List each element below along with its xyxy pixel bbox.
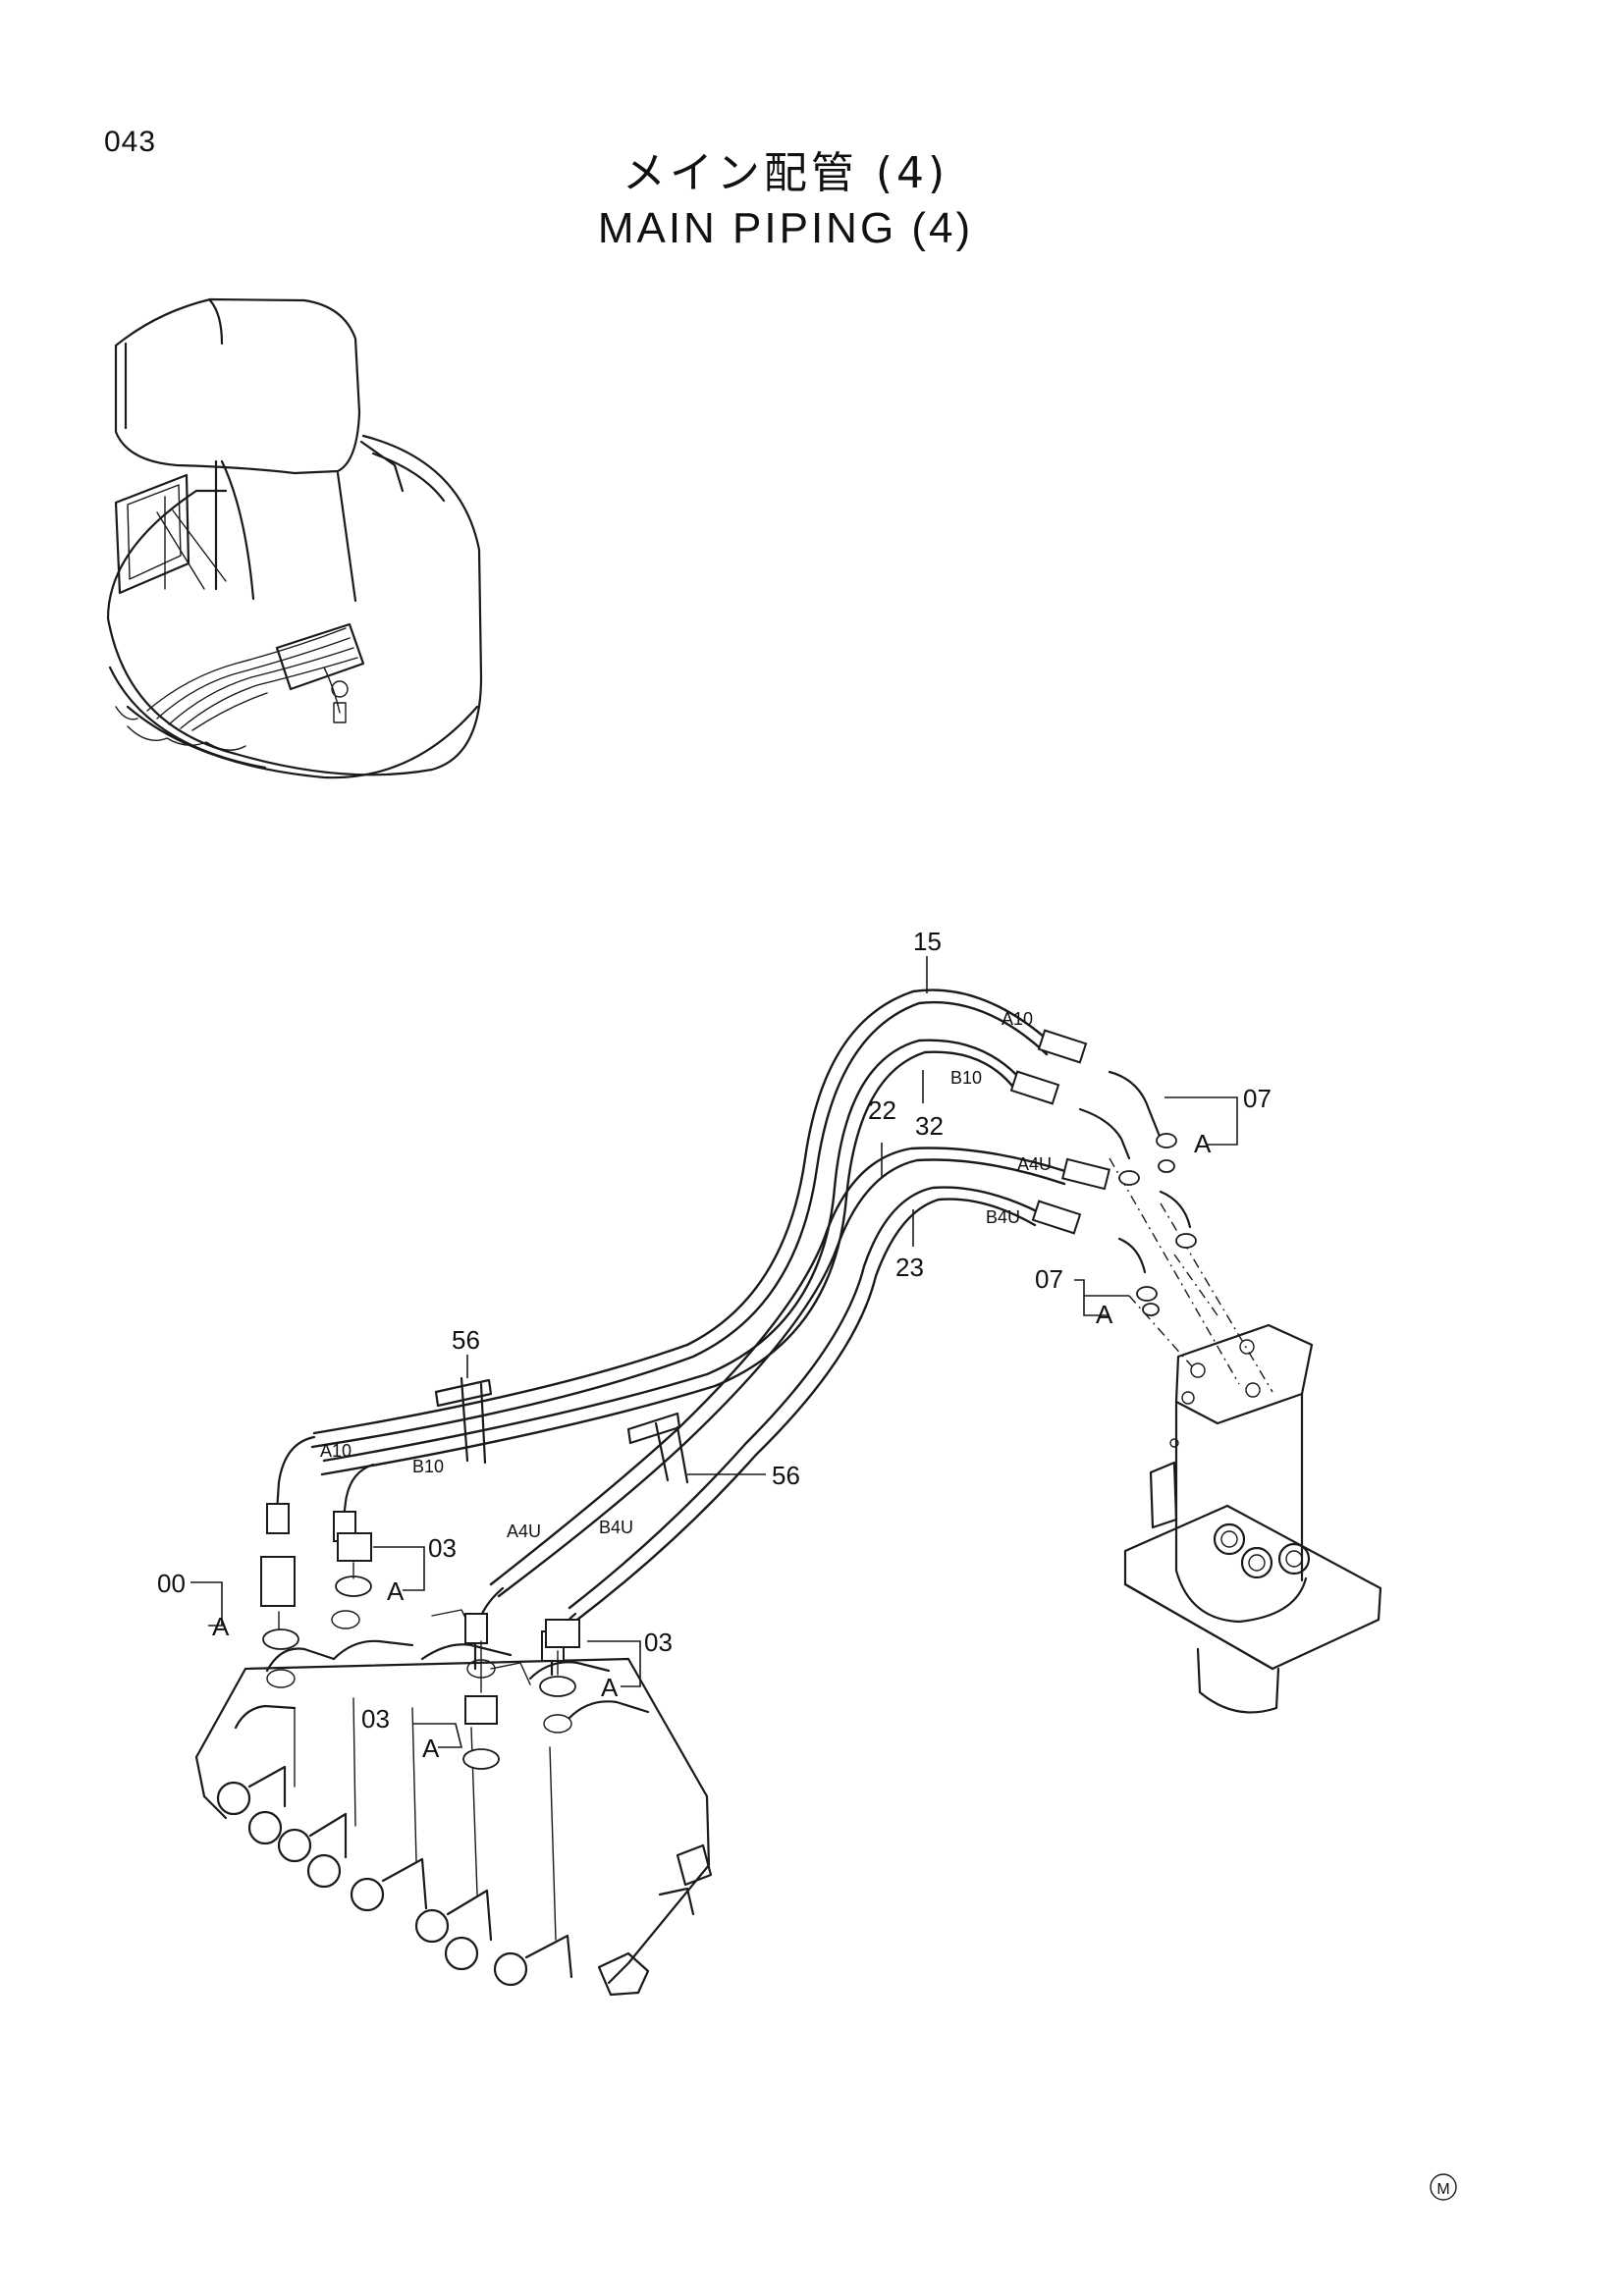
title-block: メイン配管 (4) MAIN PIPING (4) (491, 147, 1080, 257)
port-tag-b10-lower: B10 (412, 1457, 444, 1476)
callout-56-middle: 56 (772, 1461, 800, 1490)
callout-32: 32 (915, 1111, 944, 1141)
hose-23 (568, 1186, 1043, 1622)
corner-mark-circle (1430, 2173, 1457, 2201)
hose-end-fittings-lower (260, 1435, 580, 1770)
port-tag-a10-lower: A10 (320, 1441, 352, 1461)
callout-56-upper: 56 (452, 1325, 480, 1355)
title-english: MAIN PIPING (4) (597, 204, 974, 252)
machine-overview-illustration (106, 297, 483, 779)
callout-leaders (190, 956, 1238, 1748)
callout-03-right: 03 (644, 1628, 673, 1657)
hose-22 (489, 1147, 1070, 1598)
callout-03-upper: 03 (428, 1533, 457, 1563)
hose-32 (320, 1039, 1023, 1476)
callout-23: 23 (895, 1253, 924, 1282)
callout-22: 22 (868, 1095, 896, 1125)
detail-mark-a-03-upper: A (387, 1576, 405, 1606)
callout-03-lower: 03 (361, 1704, 390, 1734)
detail-mark-a-upper: A (1194, 1129, 1212, 1158)
control-valve-illustration (194, 1609, 713, 1997)
hose-end-fittings-upper (1009, 1029, 1197, 1316)
page-number: 043 (104, 126, 157, 158)
detail-mark-a-middle: A (1096, 1300, 1113, 1329)
port-tag-a4u-upper: A4U (1017, 1154, 1052, 1174)
title-japanese: メイン配管 (4) (622, 148, 949, 198)
detail-mark-a-03-lower: A (422, 1734, 440, 1763)
port-tag-b4u-upper: B4U (986, 1207, 1020, 1227)
hose-15 (310, 988, 1053, 1449)
port-tag-b10-upper: B10 (950, 1068, 982, 1088)
port-tag-a10-upper: A10 (1001, 1009, 1033, 1029)
hose-clamps (434, 1376, 689, 1484)
port-tag-b4u-lower: B4U (599, 1518, 633, 1537)
corner-mark: M (1436, 2181, 1449, 2198)
callout-07-upper: 07 (1243, 1084, 1272, 1113)
detail-mark-a-03-right: A (601, 1673, 619, 1702)
port-tag-a4u-lower: A4U (507, 1522, 541, 1541)
detail-mark-a-00: A (212, 1612, 230, 1641)
swivel-joint-illustration (1109, 1157, 1382, 1714)
callout-07-middle: 07 (1035, 1264, 1063, 1294)
callout-15: 15 (913, 927, 942, 956)
callout-00: 00 (157, 1569, 186, 1598)
